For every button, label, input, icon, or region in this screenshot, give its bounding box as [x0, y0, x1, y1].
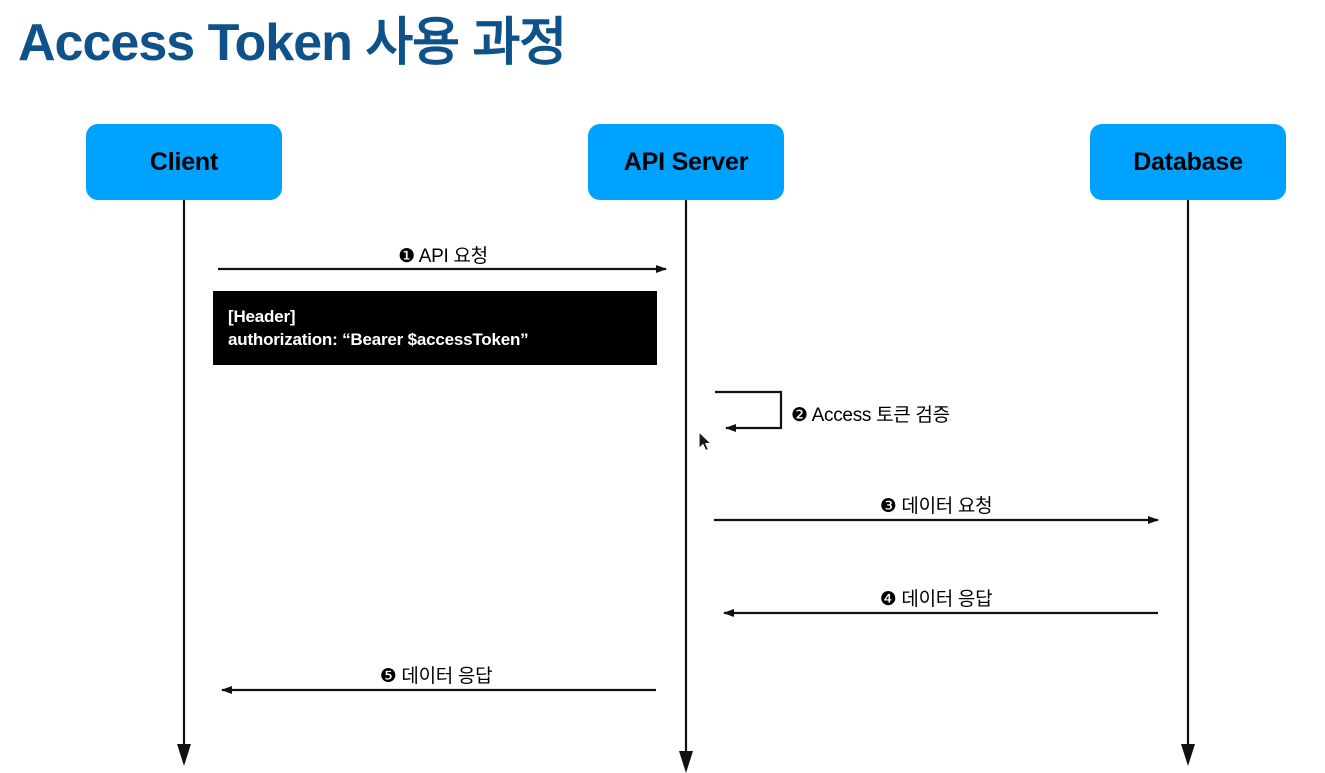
participant-client[interactable]: Client — [86, 124, 282, 200]
participant-api-server[interactable]: API Server — [588, 124, 784, 200]
page-title: Access Token 사용 과정 — [18, 14, 567, 72]
lifeline-api-server — [679, 200, 693, 773]
message-label-2: ❷ Access 토큰 검증 — [791, 405, 950, 426]
lifeline-client — [177, 200, 191, 766]
note-header-line-1: [Header] — [228, 307, 296, 326]
message-arrow-2-self — [715, 390, 783, 432]
participant-database-label: Database — [1133, 147, 1243, 176]
note-request-header: [Header] authorization: “Bearer $accessT… — [213, 291, 657, 365]
participant-api-server-label: API Server — [623, 147, 749, 176]
note-header-line-2: authorization: “Bearer $accessToken” — [228, 330, 529, 349]
participant-database[interactable]: Database — [1090, 124, 1286, 200]
participant-client-label: Client — [149, 147, 219, 176]
message-label-5: ❺ 데이터 응답 — [379, 666, 493, 687]
mouse-cursor-icon — [698, 431, 712, 452]
lifeline-database — [1181, 200, 1195, 766]
message-label-3: ❸ 데이터 요청 — [879, 496, 993, 517]
message-label-1: ❶ API 요청 — [398, 246, 488, 267]
message-label-4: ❹ 데이터 응답 — [879, 589, 993, 610]
